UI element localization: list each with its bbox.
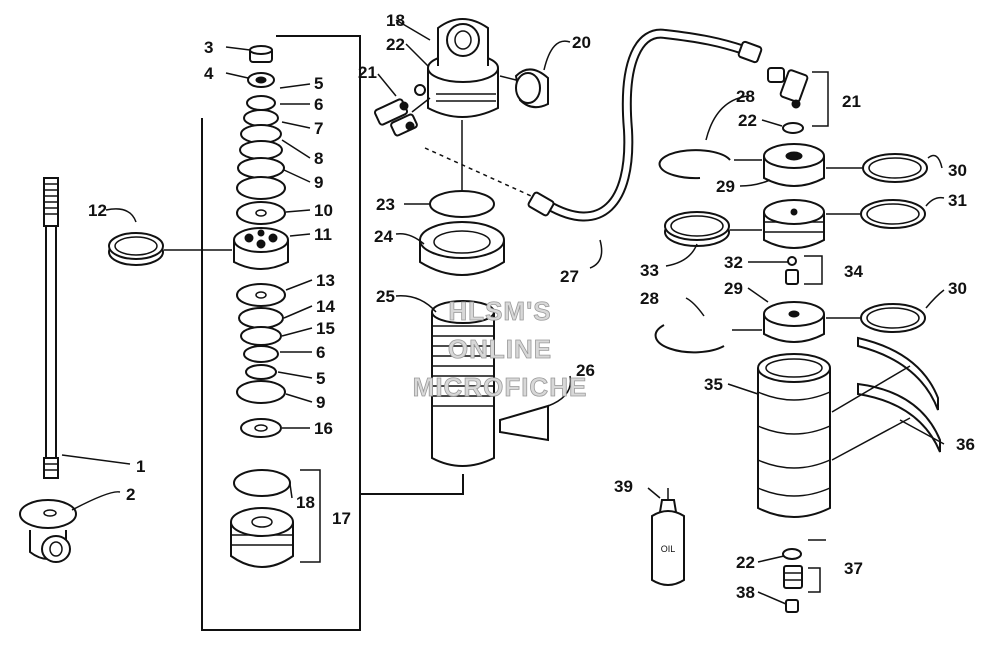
bottom-valve-part <box>783 565 803 589</box>
callout-18b: 18 <box>296 493 315 512</box>
ring-31-part <box>860 199 926 229</box>
watermark-line2: ONLINE <box>448 334 552 364</box>
callout-9: 9 <box>314 173 323 192</box>
callout-9b: 9 <box>316 393 325 412</box>
callout-35: 35 <box>704 375 723 394</box>
callout-3: 3 <box>204 38 213 57</box>
oil-bottle-part: OIL <box>651 488 685 586</box>
callout-30b: 30 <box>948 279 967 298</box>
callout-17: 17 <box>332 509 351 528</box>
ring-30-lower-part <box>860 303 926 333</box>
callout-32: 32 <box>724 253 743 272</box>
callout-37: 37 <box>844 559 863 578</box>
callout-39: 39 <box>614 477 633 496</box>
upper-cap-part <box>763 143 825 187</box>
callout-12: 12 <box>88 201 107 220</box>
callout-36: 36 <box>956 435 975 454</box>
callout-14: 14 <box>316 297 335 316</box>
fitting-part <box>767 67 809 109</box>
callout-28a: 28 <box>736 87 755 106</box>
callout-8: 8 <box>314 149 323 168</box>
seal-band-part <box>108 232 164 266</box>
hose-part <box>527 28 763 222</box>
callout-23: 23 <box>376 195 395 214</box>
callout-20: 20 <box>572 33 591 52</box>
oil-bottle-label: OIL <box>661 544 676 554</box>
callout-27: 27 <box>560 267 579 286</box>
reservoir-body-part <box>757 353 831 518</box>
floating-piston-part <box>763 199 825 249</box>
callout-4: 4 <box>204 64 214 83</box>
o-ring-bottom-part <box>782 548 802 560</box>
callout-10: 10 <box>314 201 333 220</box>
lower-cap-part <box>763 301 825 343</box>
watermark-line3: MICROFICHE <box>413 372 588 402</box>
valve-stack <box>230 45 294 568</box>
callout-13: 13 <box>316 271 335 290</box>
cap-nut-part <box>785 599 799 613</box>
callout-34: 34 <box>844 262 863 281</box>
callout-5b: 5 <box>316 369 325 388</box>
callout-5: 5 <box>314 74 323 93</box>
callout-21a: 21 <box>358 63 377 82</box>
valve-core-part <box>785 256 799 285</box>
callout-15: 15 <box>316 319 335 338</box>
callout-22c: 22 <box>736 553 755 572</box>
callout-18a: 18 <box>386 11 405 30</box>
watermark: HLSM'S ONLINE MICROFICHE <box>412 296 588 403</box>
callout-21b: 21 <box>842 92 861 111</box>
callout-38: 38 <box>736 583 755 602</box>
callout-11: 11 <box>314 225 332 244</box>
callout-1: 1 <box>136 457 145 476</box>
callout-6b: 6 <box>316 343 325 362</box>
callout-labels: 3 4 5 6 7 8 9 10 11 12 13 14 15 6 5 9 16… <box>88 11 975 602</box>
valve-fitting-part <box>374 98 418 137</box>
ring-30-top-part <box>862 153 928 183</box>
callout-24: 24 <box>374 227 393 246</box>
ring-33-part <box>664 211 730 247</box>
reservoir-cap-part <box>514 68 549 109</box>
callout-29b: 29 <box>724 279 743 298</box>
callout-33: 33 <box>640 261 659 280</box>
decal-part <box>857 336 941 453</box>
o-ring-part <box>429 190 495 218</box>
body-cap-part <box>419 221 505 276</box>
o-ring-small-part <box>782 122 804 134</box>
retaining-ring-lower-part <box>654 324 725 354</box>
watermark-line1: HLSM'S <box>448 296 551 326</box>
eyelet-part <box>19 499 77 563</box>
callout-29a: 29 <box>716 177 735 196</box>
callout-22b: 22 <box>738 111 757 130</box>
damper-body-part <box>431 300 495 467</box>
reservoir-head-part <box>414 18 499 118</box>
callout-7: 7 <box>314 119 323 138</box>
callout-6: 6 <box>314 95 323 114</box>
label-tab-part <box>499 404 549 442</box>
callout-2: 2 <box>126 485 135 504</box>
callout-26: 26 <box>576 361 595 380</box>
callout-25: 25 <box>376 287 395 306</box>
callout-31: 31 <box>948 191 967 210</box>
shaft-part <box>43 177 59 479</box>
callout-30a: 30 <box>948 161 967 180</box>
callout-16: 16 <box>314 419 333 438</box>
retaining-ring-top-part <box>658 149 731 180</box>
callout-22a: 22 <box>386 35 405 54</box>
callout-28b: 28 <box>640 289 659 308</box>
